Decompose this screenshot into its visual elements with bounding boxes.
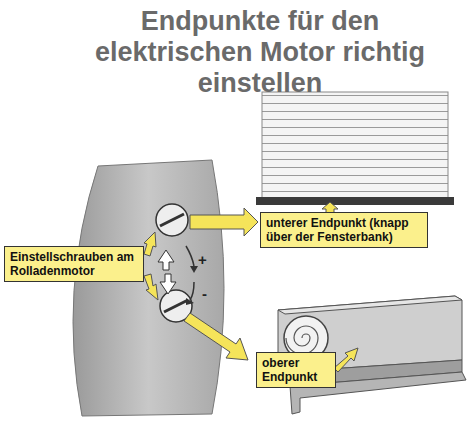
callout-text: oberer Endpunkt [262,356,330,384]
sign-label: - [202,286,207,302]
down-arrow [160,274,176,294]
callout-box: Einstellschrauben am Rolladenmotor [4,246,144,282]
sign-label: + [198,252,207,268]
callout-box: oberer Endpunkt [256,352,336,388]
callout-box: unterer Endpunkt (knapp über der Fenster… [260,212,428,248]
adjust-screw [156,204,188,236]
curved-arrow [186,246,194,266]
title: Endpunkte für den elektrischen Motor ric… [60,6,460,99]
callout-text: unterer Endpunkt (knapp über der Fenster… [266,216,422,244]
callout-text: Einstellschrauben am Rolladenmotor [10,250,138,278]
up-arrow [158,250,174,270]
curved-arrow [190,282,194,300]
motor-panel [73,160,224,416]
window-sill [256,197,454,205]
roller-shutter [262,92,448,198]
